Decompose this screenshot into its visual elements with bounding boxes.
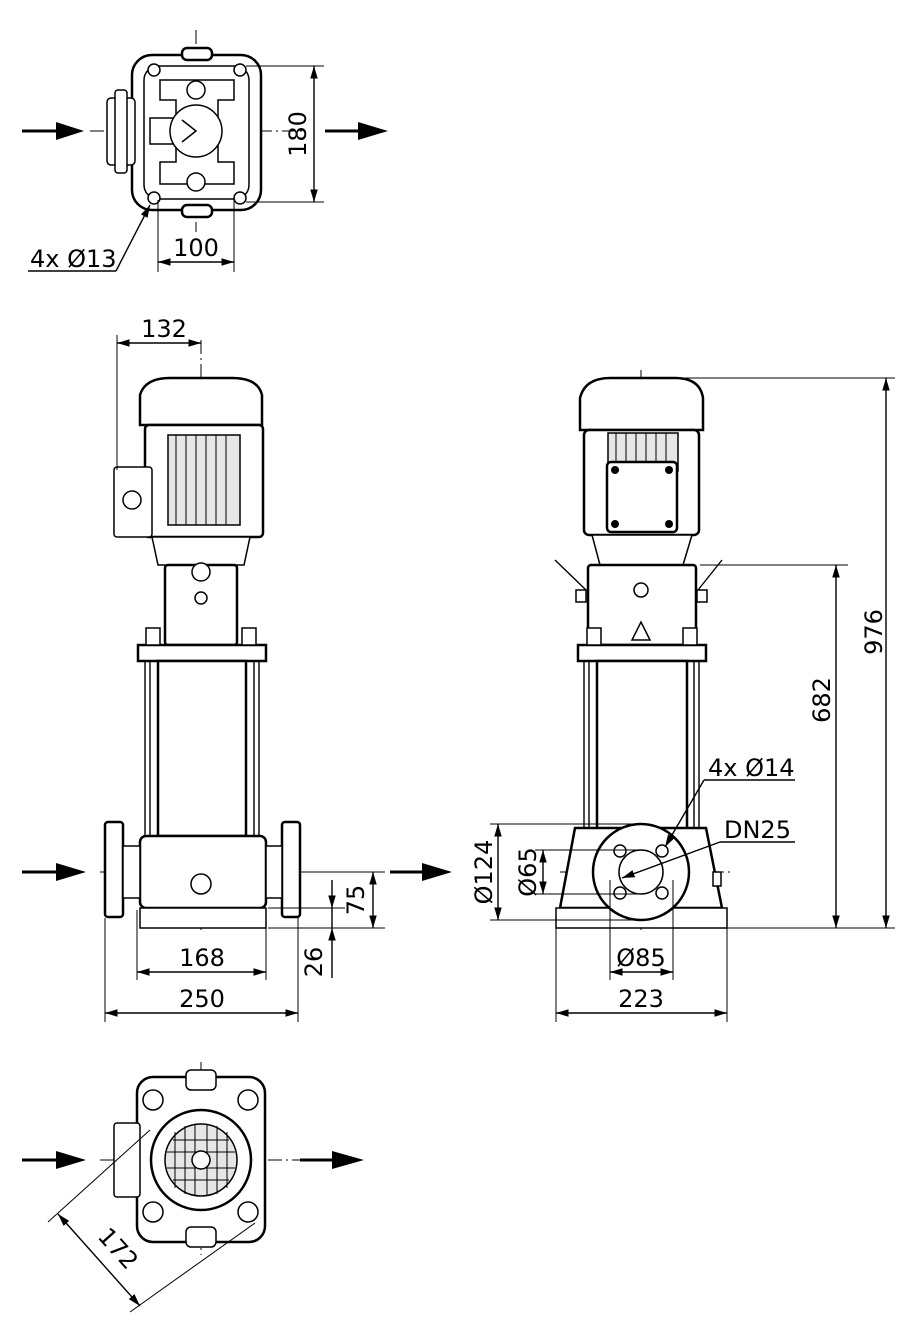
dimension-d65: Ø65 [514, 847, 641, 897]
inlet-arrow-bottom-icon [22, 1151, 86, 1169]
dim-26-label: 26 [300, 947, 328, 978]
bolt-hole-callout: 4x Ø13 [28, 204, 151, 273]
dim-180-label: 180 [284, 111, 312, 157]
dimension-180: 180 [246, 65, 324, 203]
dimension-d85: Ø85 [609, 880, 674, 980]
base-plate-bottom [113, 1069, 267, 1248]
outlet-arrow-bottom-icon [300, 1151, 364, 1169]
inlet-arrow-icon [22, 122, 84, 140]
dimension-168: 168 [136, 910, 267, 980]
pump-column-front [136, 627, 268, 838]
dimension-250: 250 [104, 918, 299, 1022]
dim-d85-label: Ø85 [616, 944, 665, 972]
pump-base-front [103, 820, 302, 929]
dim-250-label: 250 [179, 985, 225, 1013]
flange-holes-label: 4x Ø14 [708, 754, 795, 782]
motor-front [113, 376, 265, 647]
dim-682-label: 682 [808, 677, 836, 723]
dimension-976: 976 [685, 377, 895, 929]
dim-223-label: 223 [618, 985, 664, 1013]
outlet-arrow-icon [325, 122, 388, 140]
bolt-holes-label: 4x Ø13 [30, 245, 117, 273]
dim-d124-label: Ø124 [470, 840, 498, 905]
dim-d65-label: Ø65 [514, 847, 542, 896]
outlet-arrow-front-icon [390, 863, 452, 881]
nominal-size-callout: DN25 [621, 816, 795, 879]
dim-172-label: 172 [92, 1222, 143, 1275]
dimension-132: 132 [116, 315, 201, 470]
dim-168-label: 168 [179, 944, 225, 972]
side-view: 976 682 4x Ø14 DN25 Ø124 Ø65 [470, 370, 895, 1022]
pump-column-side [576, 627, 708, 838]
bottom-view: 172 [22, 1062, 364, 1313]
nominal-size-label: DN25 [724, 816, 791, 844]
pump-base-side [555, 822, 728, 929]
inlet-arrow-front-icon [22, 863, 86, 881]
dimension-d124: Ø124 [470, 823, 641, 921]
dim-976-label: 976 [860, 609, 888, 655]
dimension-223: 223 [555, 928, 728, 1022]
dimension-75: 75 [268, 871, 385, 929]
motor-housing-top [106, 46, 263, 219]
dimension-682: 682 [700, 564, 848, 928]
top-view: 180 100 4x Ø13 [22, 30, 388, 273]
dimension-26: 26 [268, 880, 345, 978]
dim-75-label: 75 [342, 885, 370, 916]
dim-100-label: 100 [173, 234, 219, 262]
dim-132-label: 132 [141, 315, 187, 343]
flange-holes-callout: 4x Ø14 [664, 754, 795, 848]
front-view: 132 168 250 75 26 [22, 315, 452, 1022]
dimension-100: 100 [157, 200, 235, 272]
motor-side [554, 376, 723, 647]
